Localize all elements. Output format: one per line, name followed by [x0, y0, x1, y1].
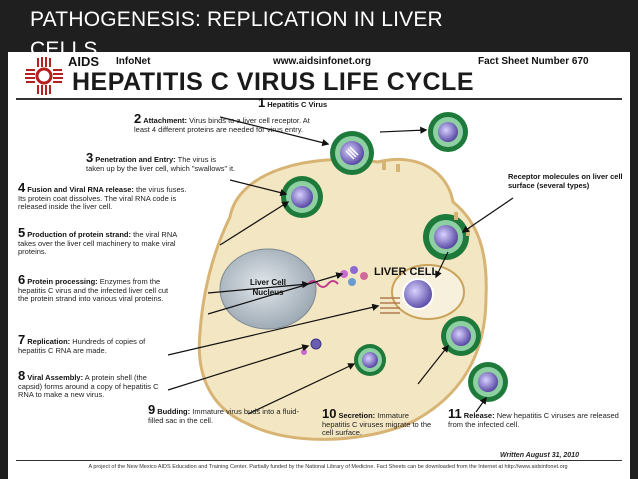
- step-6-num: 6: [18, 272, 26, 287]
- uncoated-virus-icon: [402, 278, 434, 310]
- rna-copies-icon: [380, 297, 400, 314]
- step-9-head: Budding:: [157, 407, 191, 416]
- receptor-label: Receptor molecules on liver cell surface…: [508, 172, 623, 190]
- step-4-head: Fusion and Viral RNA release:: [27, 185, 134, 194]
- step-10-num: 10: [322, 406, 337, 421]
- step-5-body: the viral RNA takes over the liver cell …: [18, 230, 177, 257]
- step-11-body: New hepatitis C viruses are released fro…: [448, 411, 619, 429]
- slide-title-overflow: CELLS: [30, 37, 98, 53]
- poster-title: HEPATITIS C VIRUS LIFE CYCLE: [72, 68, 474, 96]
- step-9-num: 9: [148, 402, 156, 417]
- step-8-head: Viral Assembly:: [27, 373, 84, 382]
- slide-title: PATHOGENESIS: REPLICATION IN LIVER CELLS: [30, 7, 443, 53]
- step-9-body: Immature virus buds into a fluid-filled …: [148, 407, 299, 425]
- header-url: www.aidsinfonet.org: [273, 56, 371, 67]
- hcv-life-cycle-poster: AIDS InfoNet www.aidsinfonet.org Fact Sh…: [8, 52, 630, 479]
- virus-icon: [441, 316, 481, 356]
- header-infonet: InfoNet: [116, 56, 151, 67]
- life-cycle-diagram: [167, 112, 514, 441]
- nucleus-icon: [219, 248, 317, 330]
- step-10-body: Immature hepatitis C viruses migrate to …: [322, 411, 432, 438]
- step-4-body: the virus fuses. Its protein coat dissol…: [18, 185, 187, 212]
- step-3-num: 3: [86, 150, 94, 165]
- step-7-num: 7: [18, 332, 26, 347]
- slide-title-overflow-text: CELLS: [30, 38, 98, 53]
- virus-icon: [428, 112, 468, 152]
- step-1-num: 1: [258, 95, 266, 110]
- step-2-head: Attachment:: [143, 116, 187, 125]
- step-5-num: 5: [18, 225, 26, 240]
- footer-divider: [16, 460, 622, 461]
- liver-cell-label: LIVER CELL: [374, 266, 439, 278]
- step-2-num: 2: [134, 111, 142, 126]
- step-1-head: Hepatitis C Virus: [267, 100, 328, 109]
- virus-icon: [354, 344, 386, 376]
- slide-title-text: PATHOGENESIS: REPLICATION IN LIVER: [30, 8, 443, 31]
- step-6-head: Protein processing:: [27, 277, 98, 286]
- zia-sun-logo-icon: [24, 56, 64, 96]
- header-fact-sheet: Fact Sheet Number 670: [478, 56, 589, 67]
- step-4-num: 4: [18, 180, 26, 195]
- step-2-body: Virus binds to a liver cell receptor. At…: [134, 116, 310, 134]
- liver-cell-icon: [197, 157, 488, 441]
- step-6-body: Enzymes from the hepatitis C virus and t…: [18, 277, 169, 304]
- step-10-head: Secretion:: [338, 411, 376, 420]
- header-aids: AIDS: [68, 54, 100, 69]
- virus-icon: [330, 131, 374, 175]
- step-7-head: Replication:: [27, 337, 71, 346]
- virus-icon: [468, 362, 508, 402]
- virus-icon: [281, 176, 323, 218]
- poster-footer: A project of the New Mexico AIDS Educati…: [88, 464, 568, 470]
- step-8-num: 8: [18, 368, 26, 383]
- protein-strand-icon: [307, 280, 339, 288]
- step-11-num: 11: [448, 406, 462, 421]
- step-11-head: Release:: [463, 411, 495, 420]
- step-8-body: A protein shell (the capsid) forms aroun…: [18, 373, 159, 400]
- virus-icon: [423, 214, 469, 260]
- step-3-body: The virus is taken up by the liver cell,…: [86, 155, 236, 173]
- written-date: Written August 31, 2010: [500, 452, 579, 459]
- step-7-body: Hundreds of copies of hepatitis C RNA ar…: [18, 337, 146, 355]
- step-3-head: Penetration and Entry:: [95, 155, 176, 164]
- step-5-head: Production of protein strand:: [27, 230, 131, 239]
- title-divider: [16, 98, 622, 100]
- nucleus-label: Liver Cell Nucleus: [249, 278, 286, 297]
- viral-proteins-icon: [340, 266, 368, 286]
